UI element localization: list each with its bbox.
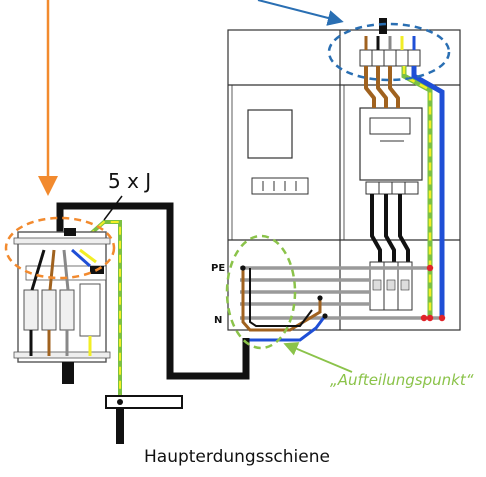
main-earth-bar	[105, 395, 183, 444]
incoming-terminal-highlight	[327, 22, 451, 82]
green-arrow	[283, 342, 353, 373]
earth-conductor	[86, 220, 122, 396]
meter-outgoing-wires	[370, 194, 410, 262]
incoming-terminal-block	[359, 18, 421, 67]
main-earth-bar-label: Haupterdungsschiene	[144, 447, 330, 467]
main-cable	[56, 202, 250, 380]
terminal-points	[420, 264, 446, 322]
cable-count-pointer	[103, 195, 123, 221]
n-rail-label: N	[214, 315, 222, 326]
pe-rail-label: PE	[211, 263, 225, 274]
split-point-highlight	[225, 234, 297, 350]
circuit-breakers	[369, 261, 413, 311]
connection-box-highlight	[4, 216, 116, 280]
cable-count-label: 5 x J	[108, 169, 151, 193]
blue-arrow	[257, 0, 344, 26]
split-point-label: „Aufteilungspunkt“	[330, 371, 474, 389]
phase-wires-to-meter	[364, 66, 400, 108]
n-wire-right	[411, 66, 445, 318]
busbars	[240, 266, 440, 320]
meter-right	[359, 107, 423, 195]
house-connection-box	[13, 228, 111, 384]
pe-wire-right	[401, 66, 433, 318]
meter-left	[247, 109, 309, 195]
split-point-wiring	[240, 265, 328, 342]
